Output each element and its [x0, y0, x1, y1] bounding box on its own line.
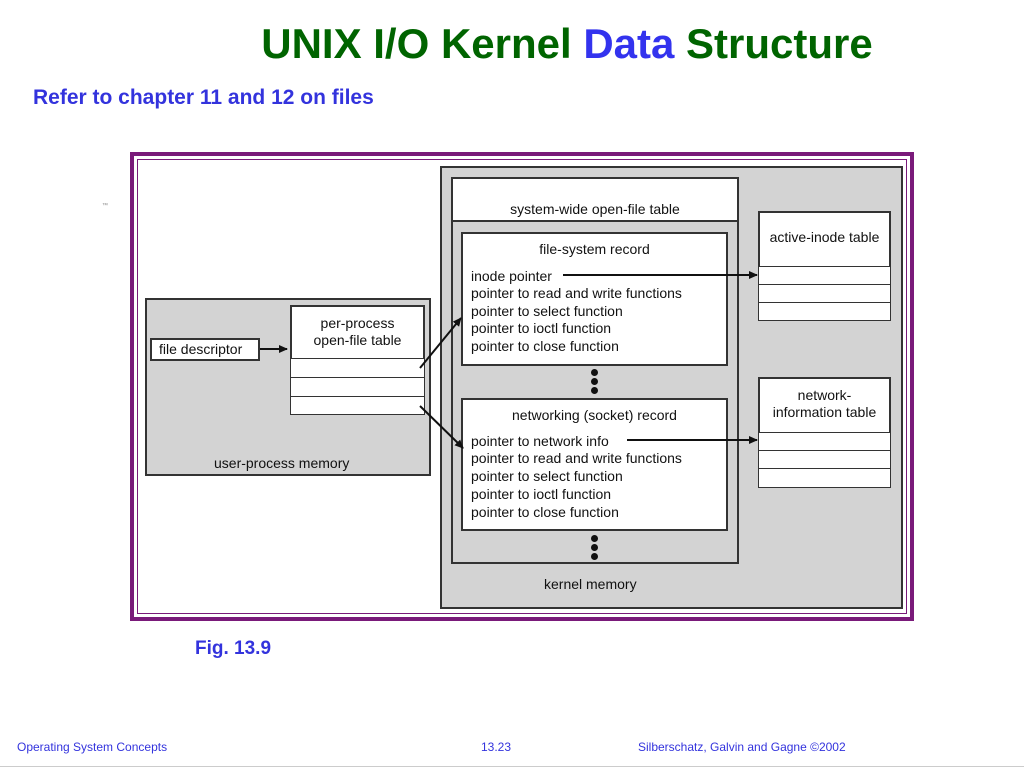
table-row [758, 266, 891, 285]
slide-title: UNIX I/O Kernel Data Structure [0, 20, 1024, 68]
networking-socket-record [461, 398, 728, 531]
ellipsis-dot [591, 544, 598, 551]
fs-line: pointer to select function [471, 303, 623, 319]
net-line: pointer to select function [471, 468, 623, 484]
net-line: pointer to close function [471, 504, 619, 520]
title-part-1: UNIX I/O Kernel [261, 20, 584, 67]
footer-divider [0, 766, 1024, 767]
table-row [758, 468, 891, 488]
table-row [758, 432, 891, 451]
figure-caption: Fig. 13.9 [195, 638, 272, 659]
title-accent: Data [583, 20, 675, 67]
fs-line: inode pointer [471, 268, 552, 284]
table-row [758, 450, 891, 469]
footer-right: Silberschatz, Galvin and Gagne ©2002 [638, 740, 846, 754]
footer-left: Operating System Concepts [17, 740, 168, 754]
title-part-2: Structure [674, 20, 873, 67]
net-line: pointer to read and write functions [471, 450, 682, 466]
system-wide-header [451, 177, 739, 222]
table-row [290, 358, 425, 378]
table-row [758, 284, 891, 303]
table-row [290, 377, 425, 397]
net-line: pointer to ioctl function [471, 486, 612, 502]
file-descriptor-label: file descriptor [159, 341, 243, 357]
ellipsis-dot [591, 369, 598, 376]
footer-page-number: 13.23 [481, 740, 512, 754]
table-row [290, 396, 425, 415]
net-line: pointer to network info [471, 433, 609, 449]
user-process-memory-label: user-process memory [214, 455, 350, 471]
ellipsis-dot [591, 535, 598, 542]
kernel-memory-label: kernel memory [544, 576, 637, 592]
table-row [758, 302, 891, 321]
fs-line: pointer to ioctl function [471, 320, 612, 336]
file-descriptor-box [150, 338, 260, 361]
ellipsis-dot [591, 553, 598, 560]
ellipsis-dot [591, 378, 598, 385]
fs-line: pointer to read and write functions [471, 285, 682, 301]
fs-line: pointer to close function [471, 338, 619, 354]
ellipsis-dot [591, 387, 598, 394]
stray-mark: ™ [102, 203, 108, 209]
system-wide-label: system-wide open-file table [510, 201, 680, 217]
per-process-label-2: open-file table [313, 332, 402, 348]
active-inode-label: active-inode table [769, 229, 880, 245]
networking-record-title: networking (socket) record [512, 407, 677, 423]
per-process-label-1: per-process [320, 315, 395, 331]
file-system-record [461, 232, 728, 366]
file-system-record-title: file-system record [539, 241, 650, 257]
network-info-label-1: network- [797, 387, 852, 403]
slide-subtitle: Refer to chapter 11 and 12 on files [33, 86, 374, 109]
network-info-label-2: information table [772, 404, 877, 420]
